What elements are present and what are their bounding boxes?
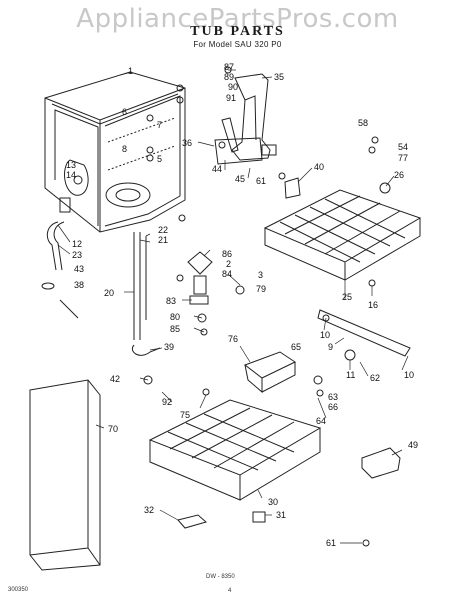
upper-rack-25[interactable] — [263, 189, 422, 281]
callout-1: 1 — [128, 66, 133, 76]
callout-84: 84 — [222, 269, 232, 279]
part-49[interactable] — [361, 447, 401, 479]
callout-45: 45 — [235, 174, 245, 184]
wash-arm-assembly-86[interactable] — [187, 251, 213, 305]
callout-35: 35 — [274, 72, 284, 82]
callout-75: 75 — [180, 410, 190, 420]
callout-85: 85 — [170, 324, 180, 334]
callout-87: 87 — [224, 62, 234, 72]
basket-76[interactable] — [243, 351, 297, 394]
callout-9: 9 — [328, 342, 333, 352]
callout-40: 40 — [314, 162, 324, 172]
callout-77: 77 — [398, 153, 408, 163]
callout-14: 14 — [66, 170, 76, 180]
callout-79: 79 — [256, 284, 266, 294]
misc-hardware — [41, 66, 391, 547]
footer-left-code: 300350 — [8, 587, 29, 593]
callout-76: 76 — [228, 334, 238, 344]
tube-39[interactable] — [132, 344, 161, 356]
callout-31: 31 — [276, 510, 286, 520]
callout-16: 16 — [368, 300, 378, 310]
callout-labels: 87 89 90 91 35 1 6 7 8 5 36 44 45 61 40 … — [66, 62, 418, 548]
part-40[interactable] — [284, 177, 301, 199]
watermark: AppliancePartsPros.com — [76, 4, 399, 34]
callout-44: 44 — [212, 164, 222, 174]
callout-7: 7 — [157, 120, 162, 130]
hose-12-23[interactable] — [46, 221, 65, 271]
diagram-subtitle: For Model SAU 320 P0 — [193, 40, 282, 49]
callout-62: 62 — [370, 373, 380, 383]
callout-39: 39 — [164, 342, 174, 352]
tub-assembly[interactable] — [44, 71, 186, 233]
callout-13: 13 — [66, 160, 76, 170]
callout-80: 80 — [170, 312, 180, 322]
drawing-number: DW - 8350 — [206, 574, 235, 580]
hose-20-21[interactable] — [133, 232, 147, 340]
callout-42: 42 — [110, 374, 120, 384]
callout-90: 90 — [228, 82, 238, 92]
leader-lines — [57, 69, 409, 544]
callout-22: 22 — [158, 225, 168, 235]
callout-63: 63 — [328, 392, 338, 402]
door-panel-70[interactable] — [29, 379, 101, 571]
callout-61b: 61 — [326, 538, 336, 548]
callout-61: 61 — [256, 176, 266, 186]
callout-66: 66 — [328, 402, 338, 412]
callout-70: 70 — [108, 424, 118, 434]
callout-38: 38 — [74, 280, 84, 290]
spray-arm-10[interactable] — [317, 309, 411, 357]
callout-43: 43 — [74, 264, 84, 274]
callout-10b: 10 — [404, 370, 414, 380]
callout-64: 64 — [316, 416, 326, 426]
callout-86: 86 — [222, 249, 232, 259]
rear-bracket-35[interactable] — [214, 73, 277, 165]
callout-10: 10 — [320, 330, 330, 340]
callout-11: 11 — [346, 370, 355, 380]
callout-36: 36 — [182, 138, 192, 148]
callout-21: 21 — [158, 235, 168, 245]
callout-2: 2 — [226, 259, 231, 269]
callout-58: 58 — [358, 118, 368, 128]
callout-26: 26 — [394, 170, 404, 180]
callout-91: 91 — [226, 93, 236, 103]
callout-89: 89 — [224, 72, 234, 82]
lower-rack-30[interactable] — [148, 399, 322, 501]
callout-49: 49 — [408, 440, 418, 450]
callout-12: 12 — [72, 239, 82, 249]
callout-83: 83 — [166, 296, 176, 306]
callout-32: 32 — [144, 505, 154, 515]
diagram-title: TUB PARTS — [190, 24, 285, 39]
callout-6: 6 — [122, 107, 127, 117]
callout-25: 25 — [342, 292, 352, 302]
callout-92: 92 — [162, 397, 172, 407]
callout-23: 23 — [72, 250, 82, 260]
callout-3: 3 — [258, 270, 263, 280]
callout-20: 20 — [104, 288, 114, 298]
callout-5: 5 — [157, 154, 162, 164]
callout-65: 65 — [291, 342, 301, 352]
page-number: 4 — [228, 588, 232, 594]
callout-30: 30 — [268, 497, 278, 507]
callout-8: 8 — [122, 144, 127, 154]
callout-54: 54 — [398, 142, 408, 152]
